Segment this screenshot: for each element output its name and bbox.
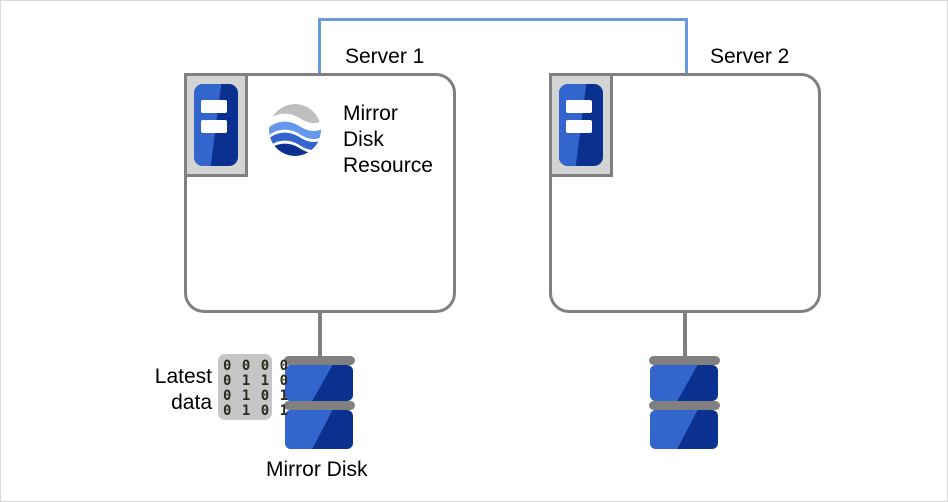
server-machine-icon (549, 73, 613, 177)
interconnect-line-right (685, 18, 688, 75)
mirror-globe-icon (269, 104, 321, 156)
binary-row: 0 0 0 0 (223, 358, 290, 374)
server-2-disk-stem (683, 313, 687, 358)
server-1-disk-bar-top (284, 356, 355, 365)
binary-data-card: 0 0 0 0 0 1 1 0 0 1 0 1 0 1 0 1 (218, 354, 290, 420)
server-1-label: Server 1 (345, 45, 425, 68)
server-2-disk-block-top (650, 365, 718, 401)
resource-label-line-3: Resource (343, 154, 433, 177)
server-1-disk-caption: Mirror Disk (266, 458, 368, 481)
latest-data-line-1: Latest (154, 365, 212, 388)
server-machine-body (559, 84, 603, 166)
server-1-disk-bar-bottom (284, 401, 355, 410)
resource-label-line-2: Disk (343, 128, 384, 151)
server-machine-slot-bottom (566, 120, 593, 134)
server-machine-slot-bottom (201, 120, 228, 134)
resource-label-line-1: Mirror (343, 102, 398, 125)
server-2-label: Server 2 (710, 45, 790, 68)
binary-row: 0 1 0 1 (223, 388, 290, 404)
server-machine-slot-top (566, 100, 593, 114)
interconnect-line-left (318, 18, 321, 75)
server-machine-body (194, 84, 238, 166)
server-1-disk-block-top (285, 365, 353, 401)
server-2-box (549, 73, 821, 313)
server-machine-icon (184, 73, 248, 177)
server-2-disk-bar-top (649, 356, 720, 365)
server-1-disk-stem (318, 313, 322, 358)
latest-data-line-2: data (171, 391, 212, 414)
interconnect-line-top (318, 18, 688, 21)
server-machine-slot-top (201, 100, 228, 114)
server-2-disk-block-bottom (650, 410, 718, 449)
binary-row: 0 1 1 0 (223, 373, 290, 389)
binary-row: 0 1 0 1 (223, 403, 290, 419)
mirror-disk-resource-label: Mirror Disk Resource (343, 101, 433, 179)
server-1-disk-block-bottom (285, 410, 353, 449)
server-2-disk-bar-bottom (649, 401, 720, 410)
latest-data-label: Latest data (134, 364, 212, 416)
